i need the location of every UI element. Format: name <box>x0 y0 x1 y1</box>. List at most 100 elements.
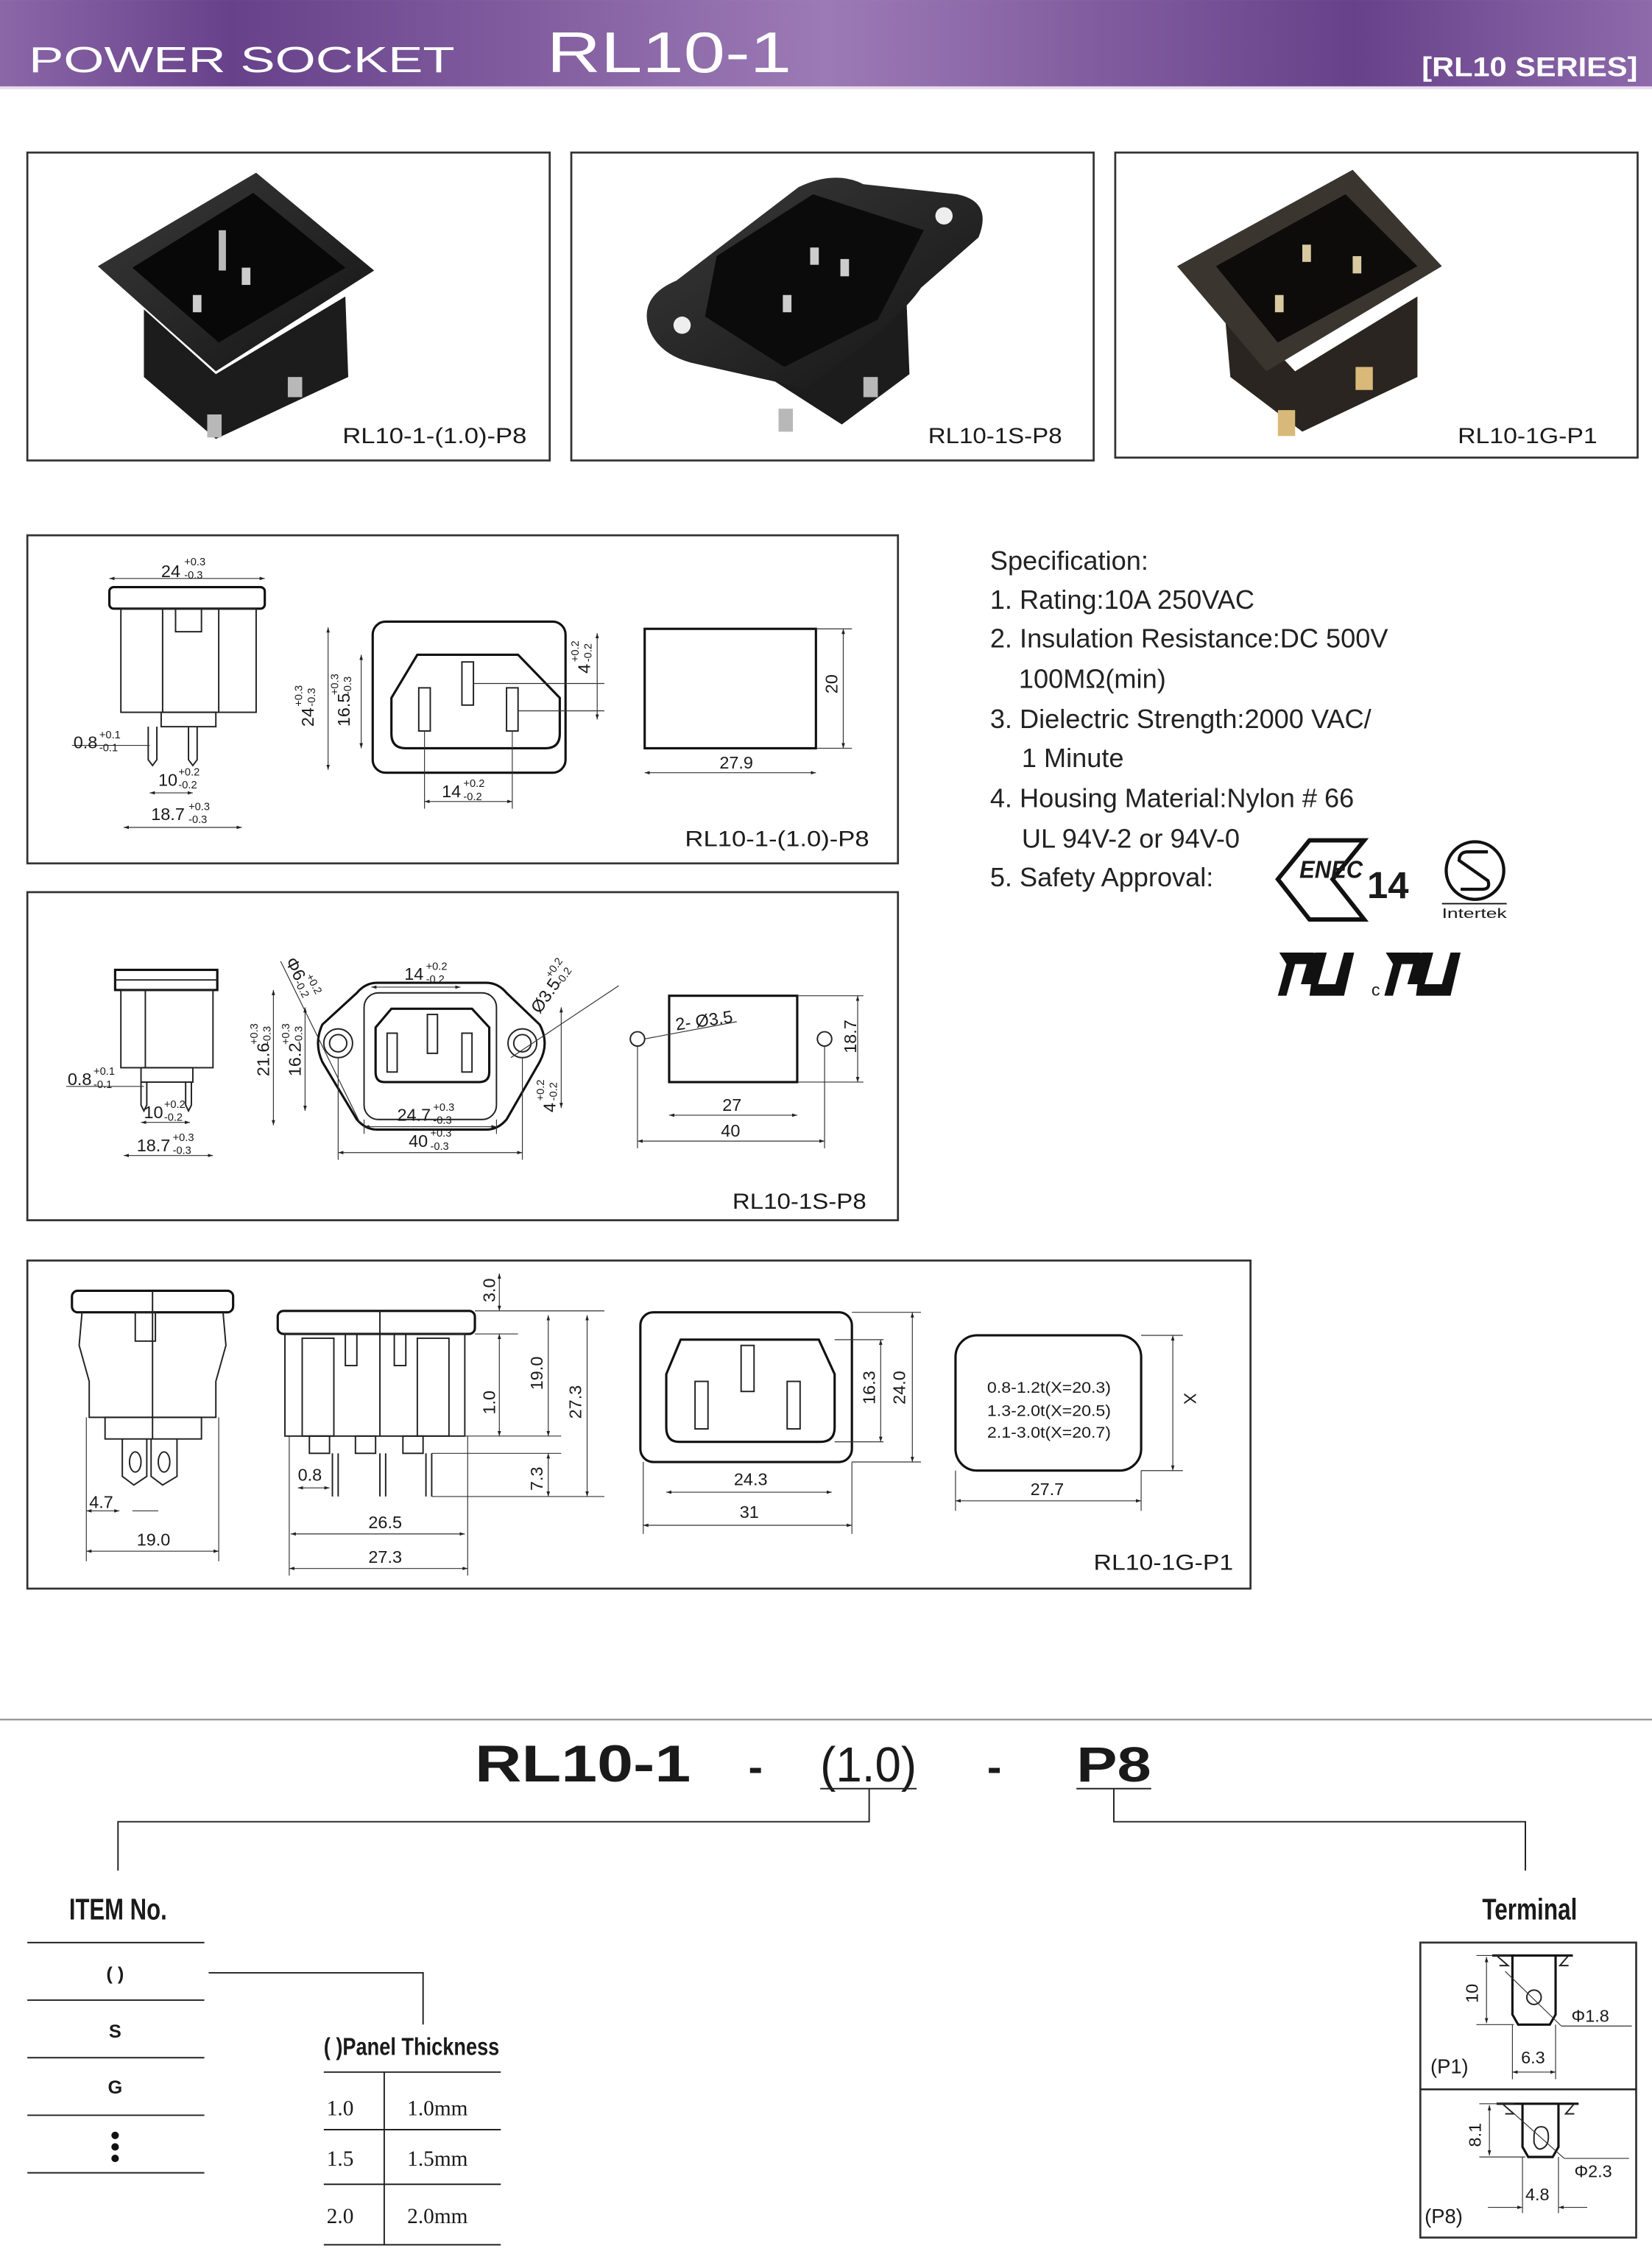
panel-cutout-view <box>629 995 864 1148</box>
item-row: G <box>107 2077 122 2098</box>
svg-text:-0.1: -0.1 <box>99 742 118 754</box>
spec-title: Specification: <box>990 545 1148 576</box>
photo-label: RL10-1G-P1 <box>1458 424 1598 448</box>
dim-label: 18.7+0.3-0.3 <box>151 802 210 827</box>
spec-line: 5. Safety Approval: <box>990 862 1214 892</box>
spec-line: 1 Minute <box>1022 743 1124 773</box>
specifications: Specification: 1. Rating:10A 250VAC 2. I… <box>990 545 1388 892</box>
svg-text:+0.3: +0.3 <box>329 674 341 695</box>
svg-text:+0.2: +0.2 <box>535 1079 547 1101</box>
ul-c-mark: c <box>1372 981 1380 1000</box>
svg-text:18.7: 18.7 <box>151 805 185 824</box>
front-view <box>326 620 604 809</box>
terminal-p1-drawing <box>1476 1954 1632 2080</box>
drawing-label: RL10-1G-P1 <box>1094 1551 1234 1575</box>
dim-label: 14+0.2 -0.2 <box>404 961 447 986</box>
panel-thickness-table: ( )Panel Thickness 1.0 1.0mm 1.5 1.5mm 2… <box>323 2033 501 2246</box>
part-base: RL10-1 <box>475 1734 691 1792</box>
drawing-label: RL10-1-(1.0)-P8 <box>685 827 869 851</box>
svg-text:+0.2: +0.2 <box>426 961 448 972</box>
svg-text:24: 24 <box>161 562 180 581</box>
dim-label: 27.3 <box>368 1547 402 1567</box>
panel-value: 2.0mm <box>407 2205 467 2228</box>
product-photo-3: RL10-1G-P1 <box>1114 151 1639 459</box>
dim-label: 19.0 <box>137 1530 171 1549</box>
dim-label: 16.2+0.3-0.3 <box>280 1023 306 1076</box>
svg-text:-0.3: -0.3 <box>173 1145 191 1157</box>
svg-text:+0.1: +0.1 <box>93 1066 115 1078</box>
drawing-rl10-1s: 0.8+0.1-0.1 10+0.2-0.2 18.7+0.3-0.3 Φ6+0… <box>26 891 900 1221</box>
dim-label: 24.0 <box>890 1371 909 1405</box>
spec-line: 1. Rating:10A 250VAC <box>990 584 1254 615</box>
spec-line: 4. Housing Material:Nylon # 66 <box>990 783 1354 813</box>
intertek-s-mark-logo: Intertek <box>1441 840 1508 921</box>
dim-label: 4.7 <box>89 1493 113 1512</box>
svg-text:+0.3: +0.3 <box>280 1023 292 1045</box>
product-photo-1: RL10-1-(1.0)-P8 <box>26 151 551 462</box>
dim-label: 19.0 <box>527 1357 546 1391</box>
spec-line: 3. Dielectric Strength:2000 VAC/ <box>990 704 1372 734</box>
svg-text:0.8: 0.8 <box>74 732 98 752</box>
svg-text:24.7: 24.7 <box>397 1106 431 1125</box>
dim-label: 40+0.3-0.3 <box>409 1128 451 1153</box>
dim-label: 1.0 <box>479 1391 498 1415</box>
dim-label: 10+0.2-0.2 <box>144 1099 185 1124</box>
dim-label: 24.3 <box>734 1469 768 1488</box>
svg-text:+0.3: +0.3 <box>433 1102 454 1114</box>
svg-text:40: 40 <box>409 1131 428 1151</box>
item-number-table: ITEM No. ( ) S G <box>27 1893 424 2174</box>
svg-text:+0.2: +0.2 <box>178 767 200 779</box>
dim-label: 0.8 <box>298 1465 322 1484</box>
dim-label: 4+0.2-0.2 <box>570 640 595 674</box>
spec-line: 2. Insulation Resistance:DC 500V <box>990 624 1388 654</box>
more-items-ellipsis-icon <box>111 2131 119 2163</box>
dim-label: 31 <box>740 1502 759 1522</box>
dim-label: 3.0 <box>479 1278 498 1302</box>
drawing-rl10-1: 24+0.3-0.3 0.8+0.1-0.1 10+0.2-0.2 18.7+0… <box>26 534 900 865</box>
svg-text:-0.3: -0.3 <box>433 1115 451 1127</box>
dim-label: X <box>1181 1393 1200 1405</box>
svg-text:10: 10 <box>158 770 177 789</box>
svg-text:Intertek: Intertek <box>1442 905 1508 921</box>
terminal-label: (P8) <box>1425 2205 1463 2228</box>
drawing-label: RL10-1S-P8 <box>733 1190 866 1214</box>
part-thickness: (1.0) <box>820 1738 917 1792</box>
part-separator: - <box>748 1743 763 1791</box>
terminal-dim: 4.8 <box>1525 2185 1550 2204</box>
svg-text:-0.3: -0.3 <box>293 1026 305 1045</box>
ul-recognized-canada-logo <box>1384 953 1461 996</box>
svg-text:14: 14 <box>404 964 423 983</box>
terminal-dim: Φ2.3 <box>1574 2161 1612 2180</box>
front-view <box>272 961 619 1160</box>
svg-text:ENEC: ENEC <box>1299 856 1363 883</box>
dim-label: 21.6+0.3-0.3 <box>249 1023 274 1076</box>
svg-text:+0.3: +0.3 <box>430 1128 451 1140</box>
svg-text:+0.2: +0.2 <box>463 778 484 790</box>
front-view <box>639 1311 922 1534</box>
svg-text:-0.2: -0.2 <box>548 1082 560 1101</box>
terminal-dim: 10 <box>1462 1984 1481 2003</box>
svg-text:-0.2: -0.2 <box>426 974 445 986</box>
panel-code: 1.0 <box>327 2097 354 2120</box>
ul-recognized-logo <box>1277 953 1355 996</box>
svg-text:+0.2: +0.2 <box>164 1099 186 1111</box>
dim-label: 24.7+0.3-0.3 <box>397 1102 454 1127</box>
panel-value: 1.0mm <box>407 2097 467 2120</box>
cutout-note: 0.8-1.2t(X=20.3) <box>987 1379 1111 1396</box>
part-separator: - <box>987 1743 1002 1791</box>
part-terminal: P8 <box>1076 1738 1151 1792</box>
header-banner: POWER SOCKET RL10-1 [RL10 SERIES] <box>0 0 1652 90</box>
svg-text:-0.2: -0.2 <box>164 1112 183 1124</box>
side-view-a <box>71 1289 235 1561</box>
dim-label: 4+0.2-0.2 <box>535 1079 560 1112</box>
item-row: ( ) <box>106 1964 124 1985</box>
svg-text:+0.1: +0.1 <box>99 730 121 741</box>
svg-text:10: 10 <box>144 1103 163 1122</box>
terminal-dim: 6.3 <box>1521 2048 1545 2067</box>
dim-label: 7.3 <box>527 1467 546 1491</box>
dim-label: 27.7 <box>1031 1480 1065 1499</box>
terminal-p8-drawing <box>1479 2102 1629 2214</box>
svg-text:-0.3: -0.3 <box>261 1026 273 1045</box>
svg-text:+0.2: +0.2 <box>570 640 582 662</box>
svg-text:-0.3: -0.3 <box>184 570 202 582</box>
